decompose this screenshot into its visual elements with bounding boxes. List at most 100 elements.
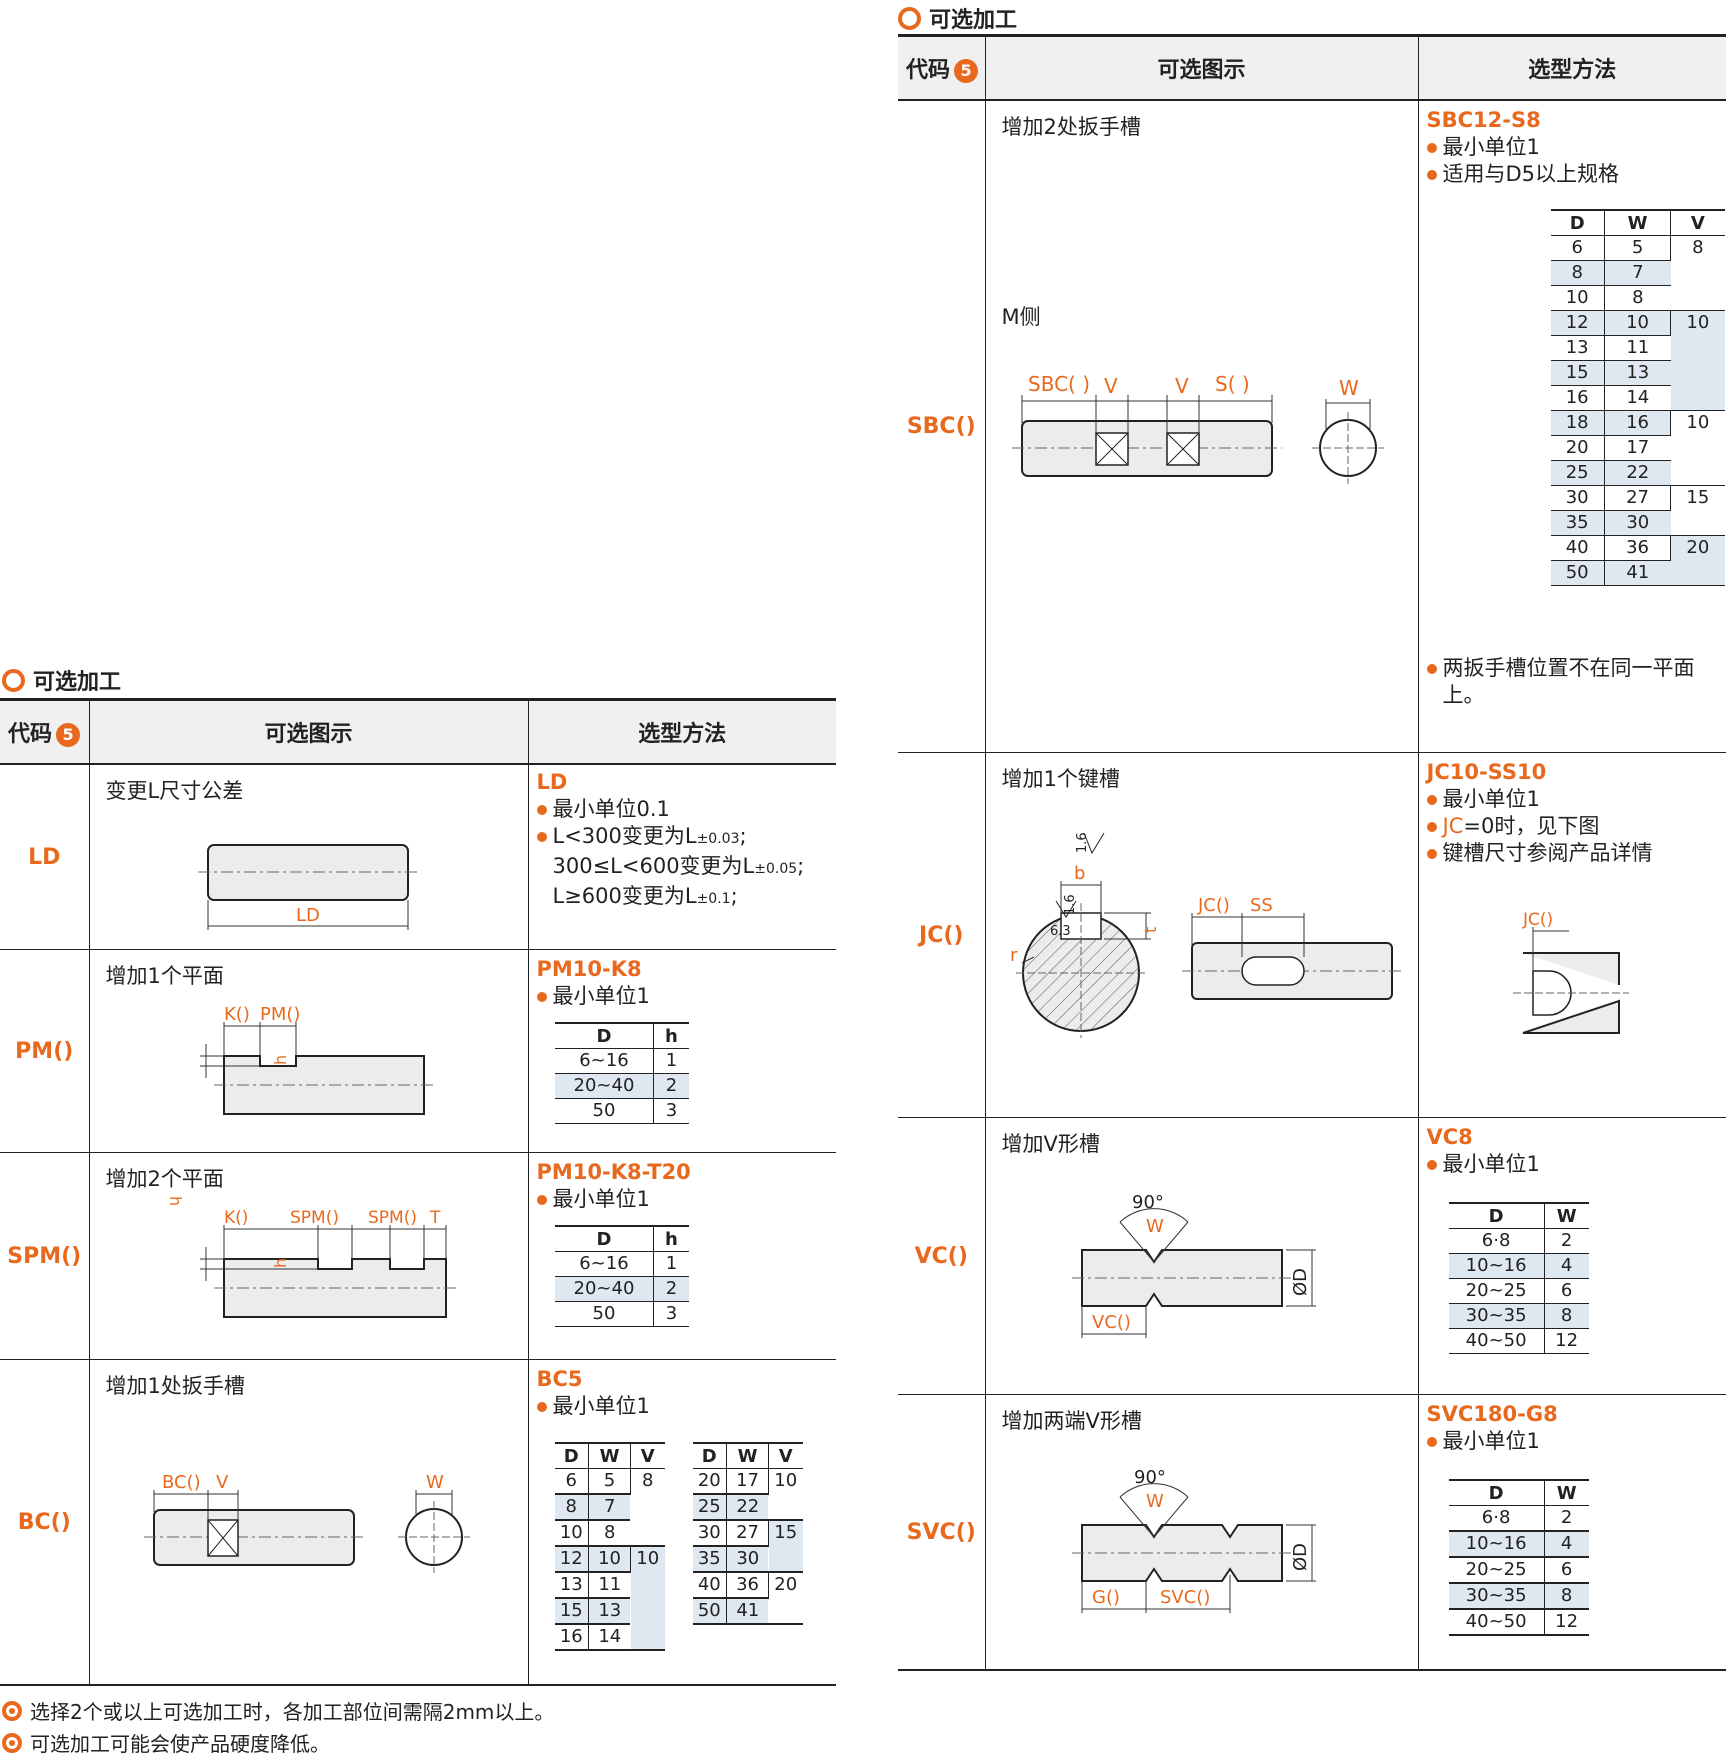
- bullet: 最小单位1: [1426, 786, 1719, 813]
- row-code: PM(): [0, 949, 90, 1153]
- dim-angle: 90°: [1132, 1192, 1164, 1213]
- header-method: 选型方法: [1418, 34, 1726, 101]
- spm-diagram: K() SPM() SPM() T: [199, 1208, 456, 1318]
- dim-spm1: SPM(): [290, 1208, 339, 1228]
- dim-ss: SS: [1250, 895, 1273, 916]
- bullet: 适用与D5以上规格: [1426, 161, 1719, 188]
- vc-diagram: 90° W VC() ØD: [1071, 1192, 1316, 1338]
- dim-angle: 90°: [1134, 1467, 1166, 1488]
- diagram-cell: 增加2个平面 K() SPM() SPM() T h: [89, 1152, 529, 1360]
- bullet: 最小单位1: [1426, 1151, 1719, 1178]
- dim-pm: PM(): [260, 1004, 300, 1025]
- row-caption: 增加1个平面: [105, 964, 224, 988]
- bullet-tolerance: L<300变更为L±0.03; 300≤L<600变更为L±0.05; L≥60…: [536, 823, 829, 913]
- dim-t: t: [1141, 927, 1160, 933]
- row-code: JC(): [898, 752, 986, 1118]
- header-diagram: 可选图示: [89, 698, 529, 765]
- row-code: VC(): [898, 1117, 986, 1395]
- table-row-bc: BC() 增加1处扳手槽 BC() V W: [0, 1359, 836, 1686]
- method-cell: JC10-SS10 最小单位1 JC=0时，见下图 键槽尺寸参阅产品详情 JC(…: [1418, 752, 1726, 1118]
- diagram-cell: 增加1个平面 K() PM() h h: [89, 949, 529, 1206]
- table-row-svc: SVC() 增加两端V形槽 90° W G() SVC() ØD: [898, 1394, 1726, 1671]
- diagram-cell: 增加V形槽 90° W VC() ØD: [985, 1117, 1419, 1395]
- dim-vc: VC(): [1092, 1312, 1131, 1333]
- diagram-cell: 变更L尺寸公差 LD: [89, 764, 529, 950]
- table-row-ld: LD 变更L尺寸公差 LD LD 最小单位0.1 L<300变更为L±0.03;…: [0, 764, 836, 950]
- example-code: PM10-K8: [536, 957, 642, 981]
- dim-g: G(): [1092, 1587, 1120, 1608]
- ring-icon: [2, 668, 25, 692]
- row-caption: 增加2个平面: [105, 1167, 224, 1191]
- example-code: PM10-K8-T20: [536, 1160, 691, 1184]
- example-code: SVC180-G8: [1426, 1402, 1558, 1426]
- badge-icon: 5: [954, 59, 979, 83]
- jc-zero-diagram: JC(): [1512, 910, 1629, 1034]
- dim-w: W: [1339, 376, 1359, 400]
- table-row-spm: SPM() 增加2个平面 K() SPM() SPM() T h PM10-K8: [0, 1152, 836, 1360]
- note-1: 选择2个或以上可选加工时，各加工部位间需隔2mm以上。: [2, 1696, 554, 1725]
- dim-63: 6.3: [1050, 924, 1071, 939]
- diagram-cell: 增加2处扳手槽 M侧 SBC( ) V V S( ): [985, 100, 1419, 753]
- row-caption: 增加1个键槽: [1001, 767, 1120, 791]
- dim-k: K(): [224, 1004, 250, 1025]
- row-code: SVC(): [898, 1394, 986, 1671]
- bullet: 最小单位1: [536, 1393, 829, 1420]
- ring-icon: [898, 6, 921, 30]
- bullet: 最小单位1: [1426, 1428, 1719, 1455]
- dim-t: T: [429, 1208, 441, 1228]
- pm-diagram: K() PM() h: [166, 1004, 434, 1206]
- dim-jc2: JC(): [1522, 910, 1553, 930]
- bullet: 最小单位1: [536, 1186, 829, 1213]
- badge-icon: 5: [56, 723, 81, 747]
- example-code: BC5: [536, 1367, 583, 1391]
- bullet: 最小单位1: [1426, 134, 1719, 161]
- dim-jc: JC(): [1197, 895, 1230, 916]
- example-code: VC8: [1426, 1125, 1473, 1149]
- bullet: 键槽尺寸参阅产品详情: [1426, 840, 1719, 867]
- dim-w: W: [1146, 1216, 1164, 1237]
- note-2: 可选加工可能会使产品硬度降低。: [2, 1728, 330, 1757]
- diagram-cell: 增加1处扳手槽 BC() V W: [89, 1359, 529, 1686]
- bullet: JC=0时，见下图: [1426, 813, 1719, 840]
- sub-caption: M侧: [1001, 305, 1041, 329]
- dim-b: b: [1074, 863, 1085, 884]
- left-section-title: 可选加工: [2, 664, 121, 696]
- diagram-cell: 增加两端V形槽 90° W G() SVC() ØD: [985, 1394, 1419, 1671]
- header-method: 选型方法: [528, 698, 836, 765]
- dim-16b: 1.6: [1063, 894, 1078, 915]
- bullet: 最小单位0.1: [536, 796, 829, 823]
- example-code: SBC12-S8: [1426, 108, 1541, 132]
- dim-d: ØD: [1290, 1543, 1311, 1571]
- svc-diagram: 90° W G() SVC() ØD: [1071, 1467, 1316, 1613]
- row-code: SBC(): [898, 100, 986, 753]
- row-caption: 增加两端V形槽: [1001, 1409, 1142, 1433]
- diagram-cell: 增加1个键槽 b 1.6 1.6 6.3 t r: [985, 752, 1419, 1118]
- dim-w: W: [1146, 1491, 1164, 1512]
- row-caption: 增加1处扳手槽: [105, 1374, 245, 1398]
- row-code: SPM(): [0, 1152, 90, 1360]
- target-icon: [2, 1732, 22, 1753]
- example-code: LD: [536, 770, 568, 794]
- dim-d: ØD: [1290, 1268, 1311, 1296]
- bc-diagram: BC() V W: [143, 1472, 470, 1573]
- dim-sbc: SBC( ): [1028, 372, 1090, 396]
- dim-r: r: [1010, 945, 1018, 966]
- dim-h-label: h: [270, 1257, 290, 1268]
- target-icon: [2, 1700, 22, 1721]
- table-row-vc: VC() 增加V形槽 90° W VC() ØD VC8 最小单位1: [898, 1117, 1726, 1395]
- dim-bc: BC(): [162, 1472, 201, 1493]
